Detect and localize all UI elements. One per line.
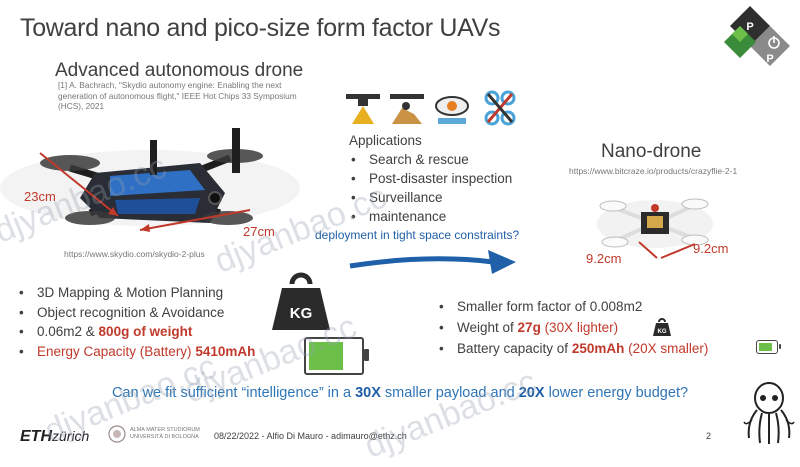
key-question: Can we fit sufficient “intelligence” in …: [111, 385, 689, 401]
dimension-label: 9.2cm: [693, 241, 729, 256]
list-item: 3D Mapping & Motion Planning: [17, 283, 255, 303]
disaster-icon: [390, 94, 424, 124]
weight-icon-small-label: KG: [658, 329, 667, 335]
crazyflie-drone-image: [597, 198, 713, 259]
unibo-logo-text: ALMA MATER STUDIORUM UNIVERSITÀ DI BOLOG…: [130, 427, 200, 440]
page-number: 2: [706, 431, 712, 441]
footer-date-author: 08/22/2022 - Alfio Di Mauro - adimauro@e…: [214, 431, 407, 441]
list-item: Weight of 27g (30X lighter): [437, 317, 708, 338]
unibo-seal-icon: [108, 425, 126, 443]
advanced-drone-heading: Advanced autonomous drone: [55, 60, 304, 81]
surveillance-eye-icon: [435, 96, 469, 124]
list-item: Battery capacity of 250mAh (20X smaller): [437, 338, 708, 359]
list-item: Post-disaster inspection: [349, 169, 512, 188]
search-drone-icon: [346, 94, 380, 124]
applications-list: Search & rescue Post-disaster inspection…: [349, 150, 512, 226]
pulp-logo: P P: [724, 6, 790, 66]
eth-zurich-logo: ETHzürich: [20, 428, 90, 445]
list-item: 0.06m2 & 800g of weight: [17, 322, 255, 342]
list-item: Surveillance: [349, 188, 512, 207]
battery-icon-small: [756, 340, 781, 354]
weight-icon-label: KG: [290, 305, 313, 322]
battery-icon: [304, 337, 369, 375]
weight-icon-small: KG: [653, 318, 671, 336]
transition-arrow: [349, 250, 516, 274]
nano-drone-heading: Nano-drone: [601, 141, 702, 162]
list-item: Energy Capacity (Battery) 5410mAh: [17, 342, 255, 362]
list-item: Smaller form factor of 0.008m2: [437, 296, 708, 317]
left-bullet-list: 3D Mapping & Motion Planning Object reco…: [17, 283, 255, 361]
maintenance-tools-icon: [484, 90, 516, 126]
deployment-question: deployment in tight space constraints?: [315, 228, 520, 242]
applications-heading: Applications: [349, 133, 422, 148]
weight-icon: KG: [272, 272, 330, 330]
slide-title: Toward nano and pico-size form factor UA…: [20, 14, 501, 42]
dimension-label: 9.2cm: [586, 251, 622, 266]
logo-letter-bottom: P: [766, 53, 773, 65]
application-icons: [346, 90, 516, 126]
list-item: Search & rescue: [349, 150, 512, 169]
dimension-label: 27cm: [243, 224, 275, 239]
dimension-label: 23cm: [24, 189, 56, 204]
skydio-drone-image: [0, 128, 300, 232]
bitcraze-url[interactable]: https://www.bitcraze.io/products/crazyfl…: [569, 166, 738, 176]
list-item: Object recognition & Avoidance: [17, 303, 255, 323]
right-bullet-list: Smaller form factor of 0.008m2 Weight of…: [437, 296, 708, 359]
octopus-icon: [743, 382, 795, 444]
citation: [1] A. Bachrach, "Skydio autonomy engine…: [58, 80, 297, 111]
list-item: maintenance: [349, 207, 512, 226]
skydio-url[interactable]: https://www.skydio.com/skydio-2-plus: [64, 249, 205, 259]
logo-letter-top: P: [746, 21, 753, 33]
